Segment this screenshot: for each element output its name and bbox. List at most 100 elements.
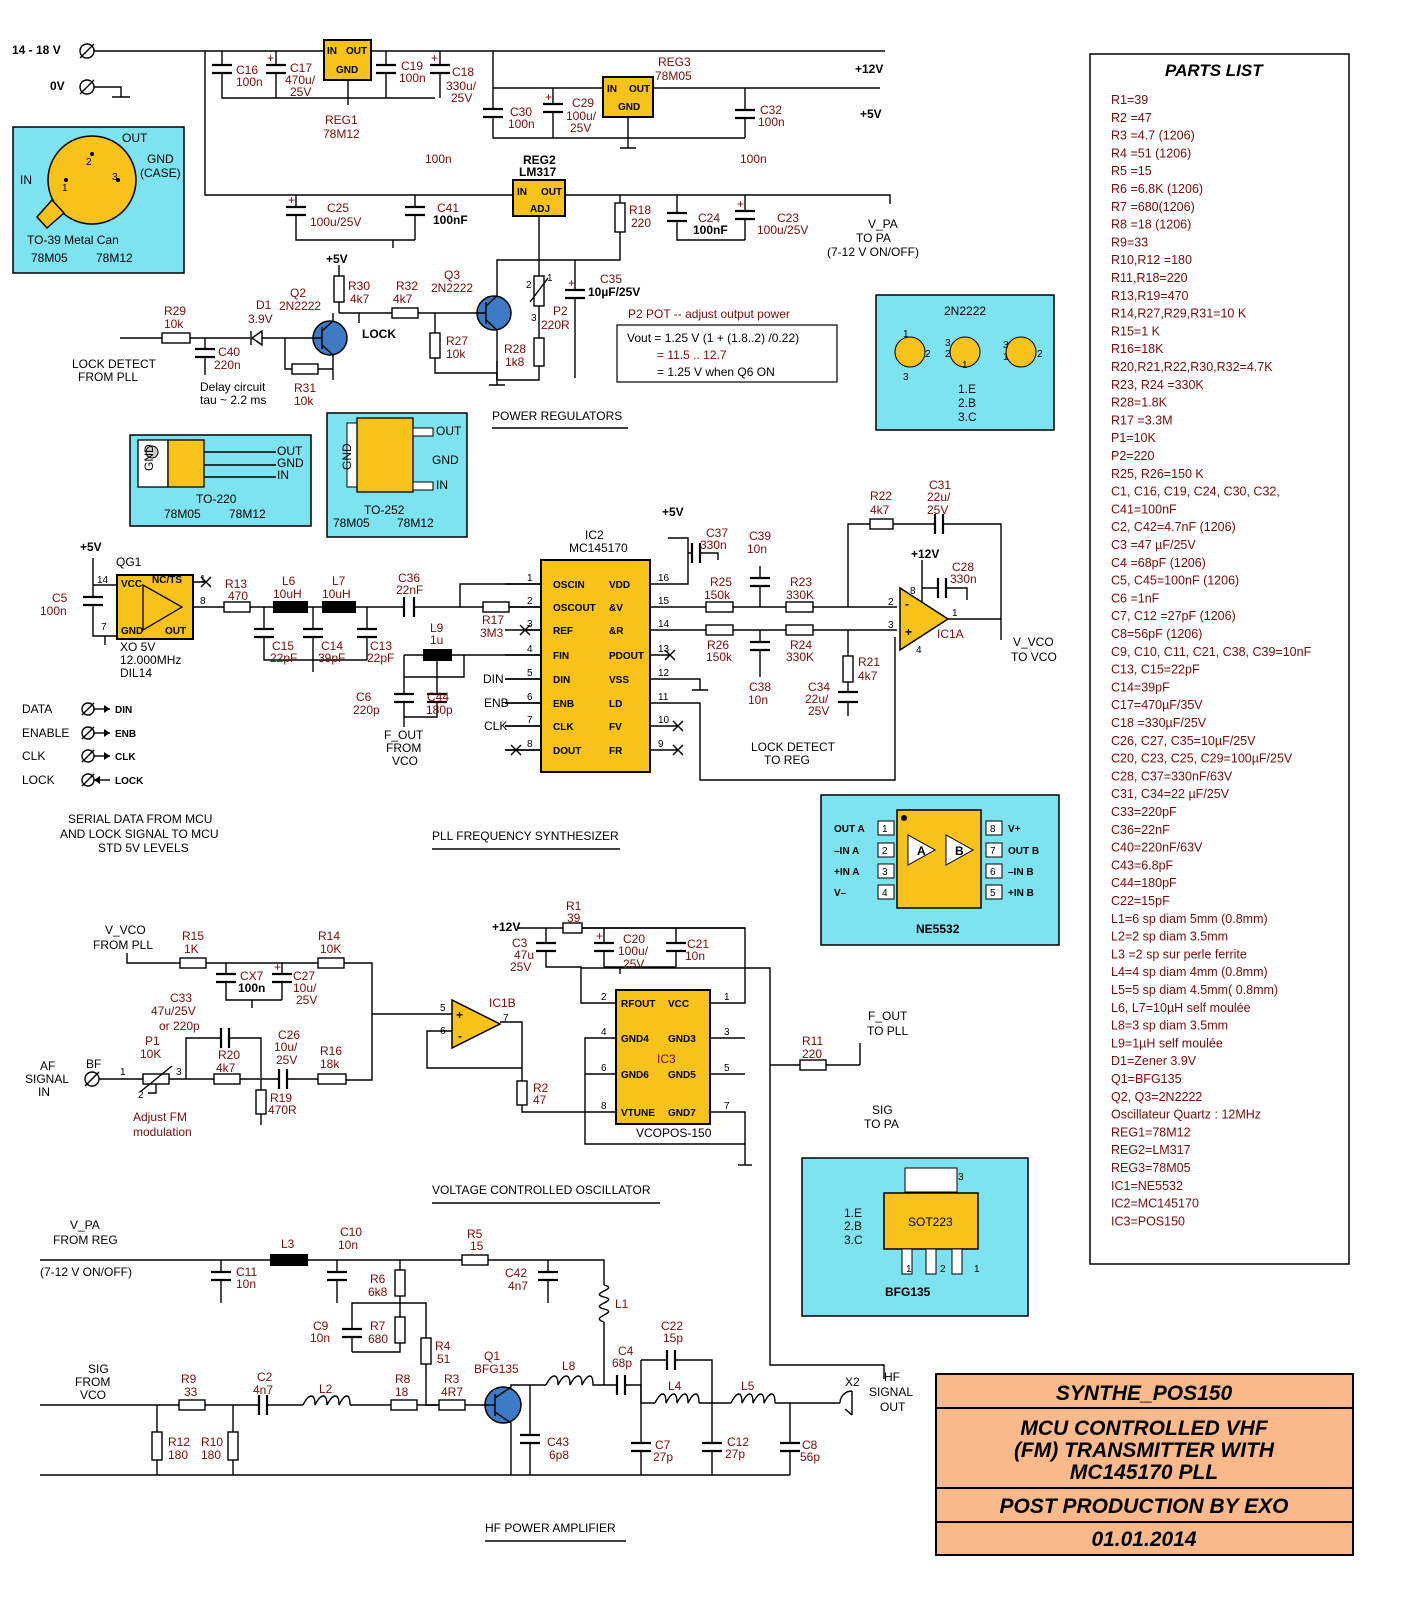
svg-text:TO-252: TO-252 xyxy=(364,503,405,517)
parts-list-item: Oscillateur Quartz : 12MHz xyxy=(1111,1108,1261,1122)
svg-text:100u/25V: 100u/25V xyxy=(310,215,361,229)
parts-list-item: R20,R21,R22,R30,R32=4.7K xyxy=(1111,360,1273,374)
svg-text:180: 180 xyxy=(201,1448,221,1462)
mcu-pin-label: LOCK xyxy=(115,776,144,787)
to220-package: GND OUT GND IN TO-220 78M05 78M12 xyxy=(129,434,312,527)
svg-text:100nF: 100nF xyxy=(693,223,728,237)
svg-text:FROM PLL: FROM PLL xyxy=(78,370,138,384)
parts-list-item: C26, C27, C35=10µF/25V xyxy=(1111,734,1256,748)
ic2-pin-label: CLK xyxy=(553,722,574,733)
svg-text:-: - xyxy=(905,597,909,611)
svg-text:4k7: 4k7 xyxy=(870,503,890,517)
svg-text:150k: 150k xyxy=(704,588,731,602)
c17-ref: C17 xyxy=(290,61,312,75)
parts-list-item: C44=180pF xyxy=(1111,876,1177,890)
svg-text:L7: L7 xyxy=(332,574,346,588)
ic2-mc145170 xyxy=(540,559,651,773)
svg-text:3: 3 xyxy=(176,1067,182,1078)
ic1a-opamp xyxy=(899,586,950,652)
svg-text:1: 1 xyxy=(906,1264,912,1275)
ic2-pin-num: 11 xyxy=(658,692,669,703)
ic2-pin-label: PDOUT xyxy=(609,651,644,662)
svg-text:R30: R30 xyxy=(348,279,370,293)
parts-list-item: C9, C10, C11, C21, C38, C39=10nF xyxy=(1111,645,1312,659)
svg-text:C32: C32 xyxy=(760,103,782,117)
svg-text:56p: 56p xyxy=(800,1450,820,1464)
svg-text:R16: R16 xyxy=(320,1044,342,1058)
parts-list-item: R23, R24 =330K xyxy=(1111,378,1204,392)
svg-text:TO-220: TO-220 xyxy=(196,492,237,506)
l7-inductor xyxy=(322,601,356,613)
svg-text:IN: IN xyxy=(38,1085,50,1099)
svg-text:Vout = 1.25 V (1 + (1.8..2) /: Vout = 1.25 V (1 + (1.8..2) /0.22) xyxy=(627,331,799,345)
svg-text:8: 8 xyxy=(200,596,206,607)
ic2-pin-label: DIN xyxy=(553,675,570,686)
parts-list-item: C6 =1nF xyxy=(1111,591,1160,605)
svg-text:1: 1 xyxy=(62,183,68,194)
svg-text:C28: C28 xyxy=(952,560,974,574)
svg-text:L3: L3 xyxy=(281,1237,295,1251)
svg-text:10uH: 10uH xyxy=(322,587,351,601)
svg-text:150k: 150k xyxy=(706,650,733,664)
l6-inductor xyxy=(273,601,308,613)
svg-text:R29: R29 xyxy=(164,304,186,318)
svg-text:78M12: 78M12 xyxy=(96,251,133,265)
svg-text:5: 5 xyxy=(990,888,996,899)
svg-text:D1: D1 xyxy=(256,298,272,312)
svg-text:2: 2 xyxy=(1037,349,1043,360)
svg-text:P1: P1 xyxy=(145,1034,160,1048)
svg-text:Q1: Q1 xyxy=(484,1349,500,1363)
svg-text:AND LOCK SIGNAL TO MCU: AND LOCK SIGNAL TO MCU xyxy=(60,827,218,841)
svg-text:6k8: 6k8 xyxy=(368,1285,388,1299)
svg-text:= 1.25 V when Q6 ON: = 1.25 V when Q6 ON xyxy=(657,365,775,379)
ic3-pin-num: 6 xyxy=(601,1063,607,1074)
svg-text:R27: R27 xyxy=(446,334,468,348)
svg-text:SIG: SIG xyxy=(88,1362,109,1376)
parts-list-item: C20, C23, C25, C29=100µF/25V xyxy=(1111,752,1293,766)
ic2-pin-num: 16 xyxy=(658,573,670,584)
svg-text:C34: C34 xyxy=(808,680,830,694)
parts-list-item: R28=1.8K xyxy=(1111,396,1168,410)
svg-text:78M12: 78M12 xyxy=(397,516,434,530)
svg-text:100u/25V: 100u/25V xyxy=(757,223,808,237)
svg-text:2N2222: 2N2222 xyxy=(279,299,321,313)
svg-text:R6: R6 xyxy=(370,1272,386,1286)
svg-text:AF: AF xyxy=(40,1059,55,1073)
ic2-pin-label: LD xyxy=(609,699,622,710)
svg-text:GND: GND xyxy=(121,626,143,637)
svg-text:L8: L8 xyxy=(562,1359,576,1373)
parts-list-item: C13, C15=22pF xyxy=(1111,663,1200,677)
svg-text:C6: C6 xyxy=(356,690,372,704)
svg-text:+: + xyxy=(737,197,744,211)
svg-text:DIN: DIN xyxy=(483,672,504,686)
svg-text:TO-39 Metal Can: TO-39 Metal Can xyxy=(27,233,119,247)
parts-list-item: L3 =2 sp sur perle ferrite xyxy=(1111,947,1247,961)
svg-text:NC/TS: NC/TS xyxy=(152,575,182,586)
ic3-pin-num: 8 xyxy=(601,1101,607,1112)
ne5532-pin-label: +IN B xyxy=(1008,888,1034,899)
svg-text:4: 4 xyxy=(916,645,922,656)
svg-text:(7-12 V ON/OFF): (7-12 V ON/OFF) xyxy=(827,245,919,259)
c16-ref: C16 xyxy=(236,63,258,77)
svg-text:2: 2 xyxy=(526,280,532,291)
parts-list-item: R8 =18 (1206) xyxy=(1111,218,1191,232)
svg-text:L9: L9 xyxy=(430,621,444,635)
svg-text:22pF: 22pF xyxy=(367,651,394,665)
svg-text:10K: 10K xyxy=(140,1047,161,1061)
svg-text:25V: 25V xyxy=(510,960,531,974)
svg-text:R2: R2 xyxy=(533,1081,549,1095)
pll-section: IC2 MC145170 OSCIN1OSCOUT2REF3FIN4DIN5EN… xyxy=(22,478,1057,855)
svg-text:3: 3 xyxy=(1003,340,1009,351)
parts-list-item: C7, C12 =27pF (1206) xyxy=(1111,609,1236,623)
svg-text:C15: C15 xyxy=(272,639,294,653)
ic3-pin-label: GND3 xyxy=(668,1034,696,1045)
svg-text:+: + xyxy=(288,193,295,207)
reg1-part: 78M12 xyxy=(323,127,360,141)
svg-text:1.E: 1.E xyxy=(958,382,976,396)
svg-text:C3: C3 xyxy=(512,936,528,950)
svg-text:3: 3 xyxy=(945,338,951,349)
svg-text:VCC: VCC xyxy=(121,579,142,590)
mcu-signal-label: LOCK xyxy=(22,773,55,787)
svg-text:25V: 25V xyxy=(296,993,317,1007)
svg-text:FROM: FROM xyxy=(386,741,421,755)
